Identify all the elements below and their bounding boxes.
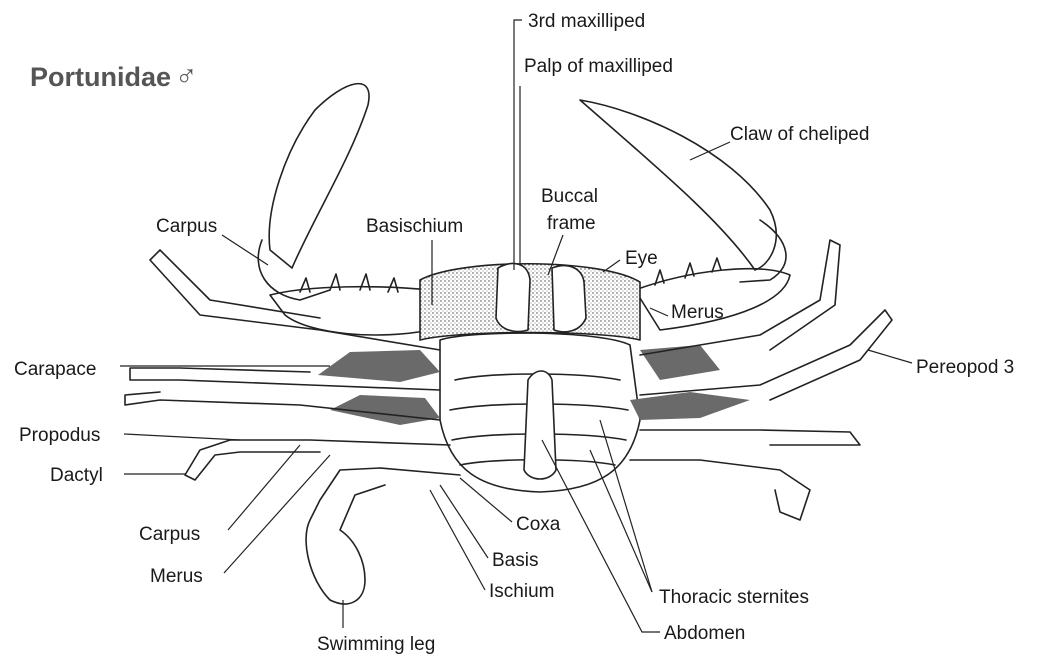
- label-merus-upper: Merus: [671, 302, 724, 323]
- carapace-shade-right-2: [630, 392, 750, 420]
- label-palp-of-maxilliped: Palp of maxilliped: [524, 56, 673, 77]
- label-dactyl: Dactyl: [50, 465, 103, 486]
- leader-carpus-lower: [228, 445, 300, 530]
- left-swim-leg: [306, 468, 460, 604]
- label-carapace: Carapace: [14, 359, 96, 380]
- crab-body-drawing: [125, 84, 892, 604]
- label-eye: Eye: [625, 248, 658, 269]
- label-swimming-leg: Swimming leg: [317, 634, 435, 655]
- label-3rd-maxilliped: 3rd maxilliped: [528, 11, 645, 32]
- leader-pereopod3: [868, 350, 912, 363]
- label-pereopod-3: Pereopod 3: [916, 357, 1014, 378]
- leader-merus-upper: [650, 308, 668, 316]
- third-maxilliped-left: [496, 264, 530, 332]
- label-propodus: Propodus: [19, 425, 100, 446]
- carapace-shade-right-1: [640, 345, 720, 380]
- label-buccal: Buccal: [541, 186, 598, 207]
- label-abdomen: Abdomen: [664, 623, 745, 644]
- right-leg-1: [640, 240, 840, 355]
- left-leg-4: [185, 440, 450, 480]
- third-maxilliped-right: [552, 266, 586, 332]
- left-merus-shape: [270, 287, 430, 335]
- leader-3rd-maxilliped: [514, 20, 522, 270]
- label-basischium: Basischium: [366, 216, 463, 237]
- label-thoracic-sternites: Thoracic sternites: [659, 587, 809, 608]
- carapace-shade-left-1: [318, 350, 440, 382]
- label-basis: Basis: [492, 550, 538, 571]
- right-claw-finger: [740, 220, 786, 282]
- leader-propodus: [124, 434, 240, 440]
- left-merus-teeth: [300, 274, 398, 292]
- left-claw-shape: [269, 84, 369, 268]
- leader-carpus-upper: [222, 235, 268, 265]
- label-frame: frame: [547, 213, 596, 234]
- label-coxa: Coxa: [516, 514, 561, 535]
- leader-thoracic-2: [590, 450, 652, 592]
- label-claw-of-cheliped: Claw of cheliped: [730, 124, 869, 145]
- label-carpus-lower: Carpus: [139, 524, 200, 545]
- label-merus-lower: Merus: [150, 566, 203, 587]
- label-carpus-upper: Carpus: [156, 216, 217, 237]
- leader-eye: [603, 260, 620, 272]
- front-region: [420, 264, 640, 340]
- abdomen-shape: [524, 371, 556, 479]
- label-ischium: Ischium: [489, 581, 554, 602]
- right-leg-4: [630, 460, 810, 520]
- right-leg-3: [640, 430, 860, 445]
